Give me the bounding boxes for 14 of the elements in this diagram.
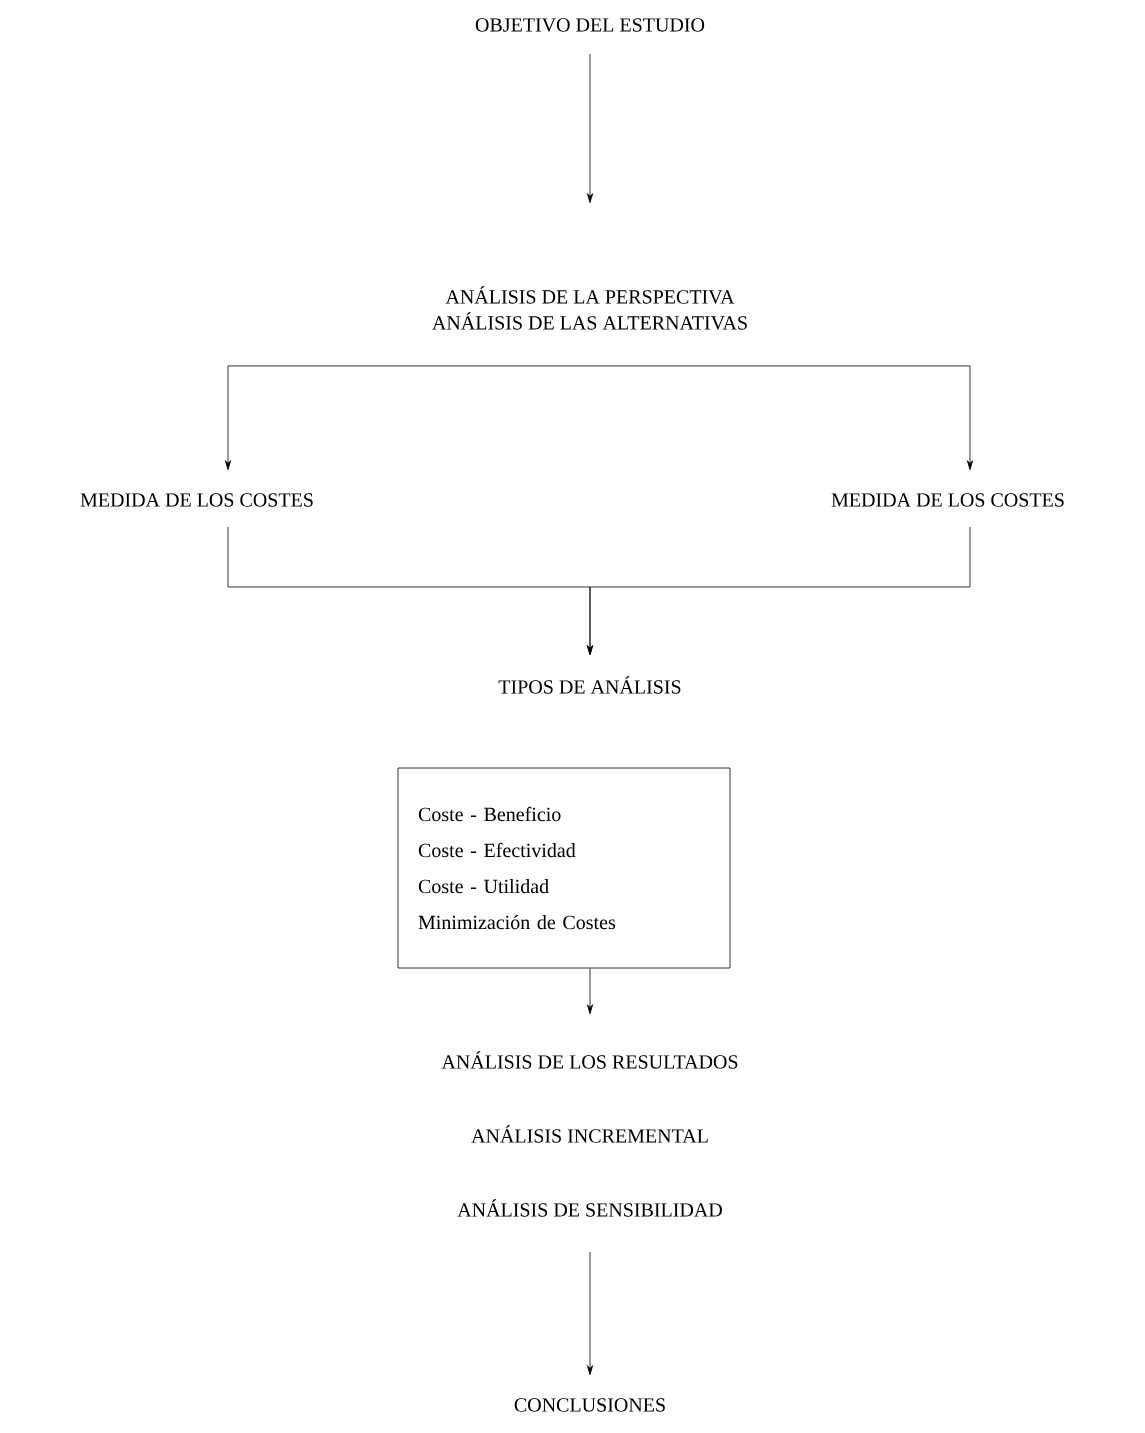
arrow	[586, 526, 971, 656]
list-box: Coste - Beneficio Coste - Efectividad Coste - Utilidad Minimización de Costes	[397, 767, 731, 969]
arrow	[224, 365, 591, 471]
step-text: CONCLUSIONES	[514, 1398, 665, 1412]
step-text: MEDIDA DE LOS COSTES	[831, 493, 1064, 507]
arrow	[586, 53, 594, 204]
arrow	[586, 968, 594, 1015]
arrow	[589, 365, 974, 471]
step-text: MEDIDA DE LOS COSTES	[80, 493, 313, 507]
step-text: ANÁLISIS DE LA PERSPECTIVA ANÁLISIS DE LAS ALTERNATIVAS	[432, 286, 747, 330]
arrow	[586, 1251, 594, 1376]
step-text: TIPOS DE ANÁLISIS	[498, 676, 681, 694]
step-text: ANÁLISIS DE LOS RESULTADOS ANÁLISIS INCREMENTAL ANÁLISIS DE SENSIBILIDAD	[441, 1051, 738, 1217]
step-text: OBJETIVO DEL ESTUDIO	[475, 18, 705, 32]
